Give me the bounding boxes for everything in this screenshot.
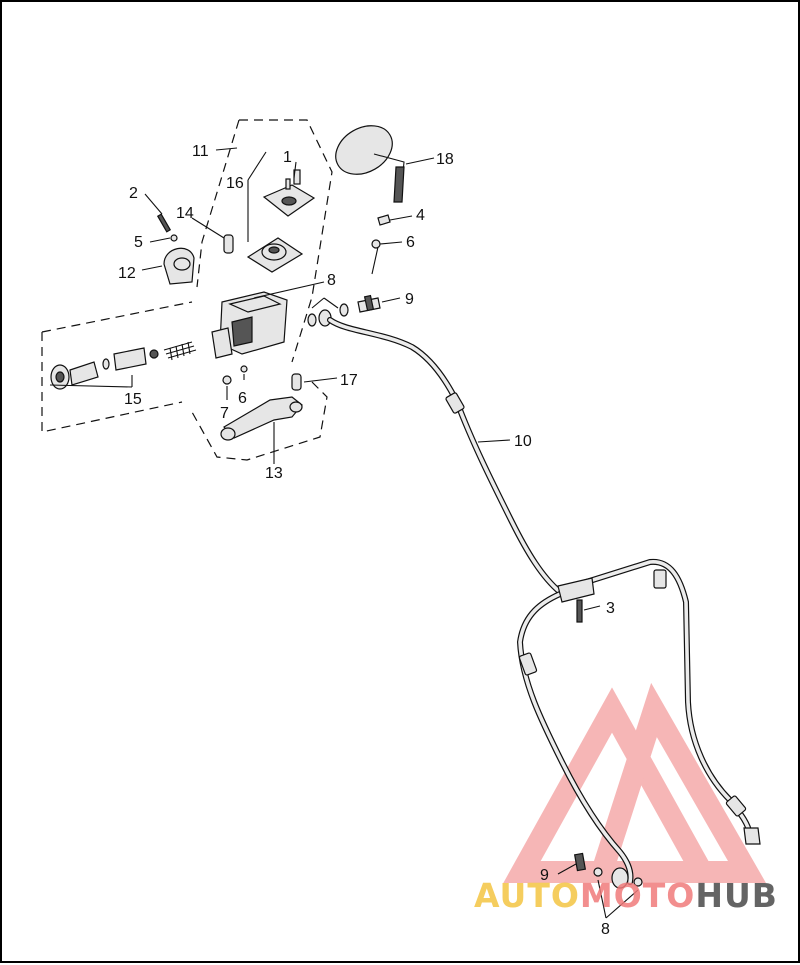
hose-clamp [557, 577, 595, 603]
watermark-part-hub: HUB [695, 876, 778, 915]
callout-9a: 9 [405, 291, 414, 308]
banjo-fitting-top [307, 294, 381, 327]
callout-5: 5 [134, 234, 143, 251]
watermark-text: AUTOMOTOHUB [474, 876, 778, 915]
clamp-screw [156, 213, 172, 233]
banjo-fitting-bottom [573, 852, 643, 889]
pivot-nut [222, 375, 232, 385]
watermark-logo [503, 682, 766, 883]
hose-sleeve-1 [445, 392, 465, 414]
pivot-bushing [291, 373, 302, 391]
hose-sleeve-4 [725, 795, 747, 817]
watermark-part-auto: AUTO [474, 876, 580, 915]
hose-sleeve-2 [518, 652, 538, 676]
callout-12: 12 [118, 265, 136, 282]
callout-6b: 6 [238, 390, 247, 407]
hose-clamp-screw [576, 599, 583, 623]
watermark-part-moto: MOTO [579, 876, 696, 915]
assembly-outline-11b [196, 119, 240, 288]
callout-11: 11 [192, 143, 209, 160]
callout-2: 2 [129, 185, 138, 202]
callout-13: 13 [265, 465, 283, 482]
callout-9b: 9 [540, 867, 549, 884]
callout-15: 15 [124, 391, 142, 408]
callout-16: 16 [226, 175, 244, 192]
piston-assembly [50, 341, 197, 390]
callout-18: 18 [436, 151, 454, 168]
handlebar-clamp [163, 247, 195, 285]
assembly-outline-11 [239, 119, 333, 363]
callout-10: 10 [514, 433, 532, 450]
callout-3: 3 [606, 600, 615, 617]
assembly-outline-15 [41, 301, 193, 433]
leader-lines [49, 147, 639, 919]
washer-4 [377, 214, 391, 226]
diaphragm-gasket [246, 237, 304, 273]
reservoir-cover [262, 169, 316, 217]
hose-end-fitting [743, 827, 761, 845]
clamp-washer [170, 234, 178, 242]
clutch-lever [220, 396, 303, 441]
washer-6 [371, 239, 381, 249]
assembly-outline-13 [191, 381, 328, 461]
mirror [335, 125, 405, 203]
callout-7: 7 [220, 405, 229, 422]
callout-17: 17 [340, 372, 358, 389]
sight-glass [223, 234, 234, 254]
callout-1: 1 [283, 149, 292, 166]
callout-4: 4 [416, 207, 425, 224]
master-cylinder-body [211, 291, 288, 359]
hose-sleeve-3 [653, 569, 667, 589]
lever-washer [240, 365, 248, 373]
callout-8a: 8 [327, 272, 336, 289]
callout-6a: 6 [406, 234, 415, 251]
callout-8b: 8 [601, 921, 610, 938]
callout-14: 14 [176, 205, 194, 222]
